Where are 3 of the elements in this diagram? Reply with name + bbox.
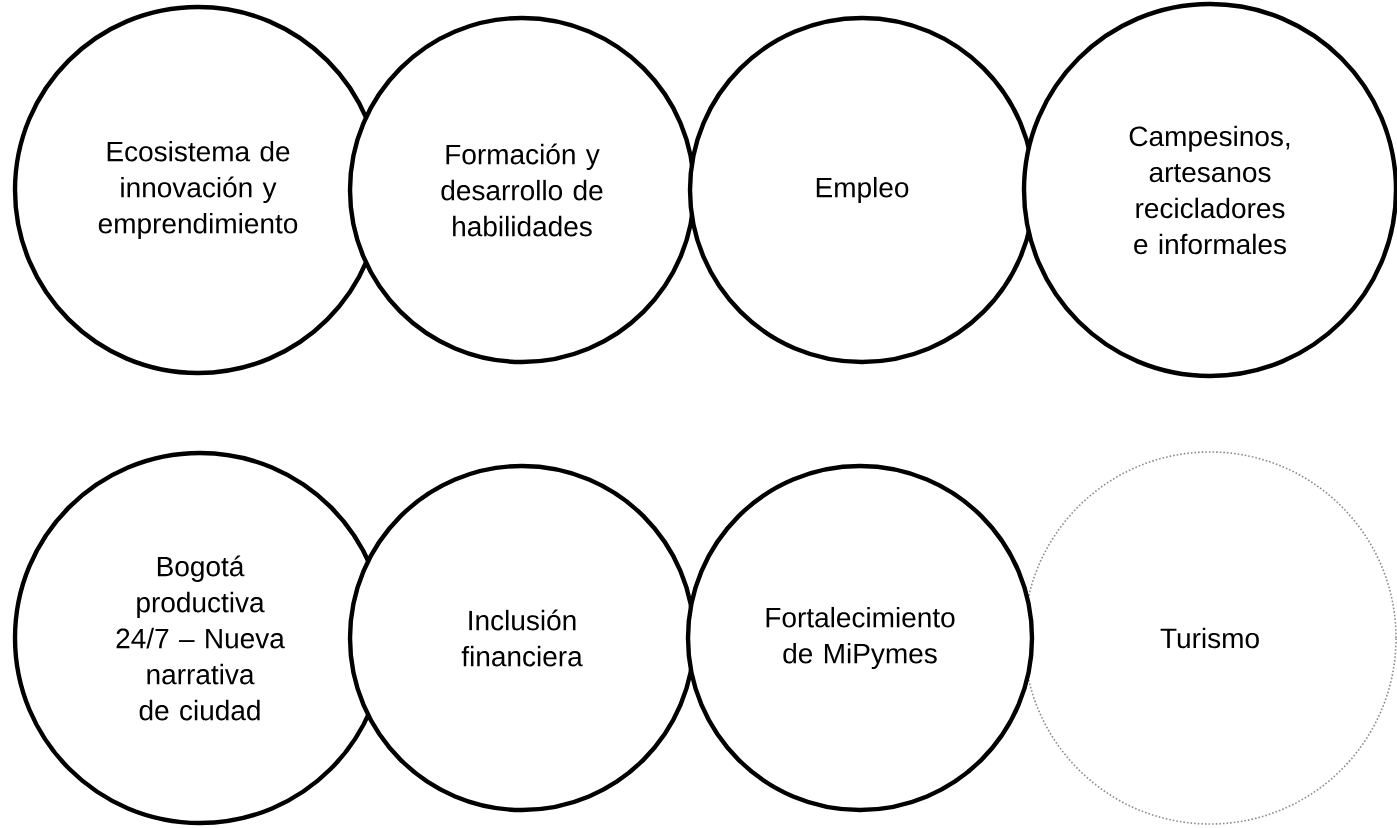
node-label: Campesinos, artesanos recicladores e informales <box>1129 125 1290 255</box>
node-label: Inclusión financiera <box>461 609 583 667</box>
node-label: Fortalecimiento de MiPymes <box>766 606 955 670</box>
